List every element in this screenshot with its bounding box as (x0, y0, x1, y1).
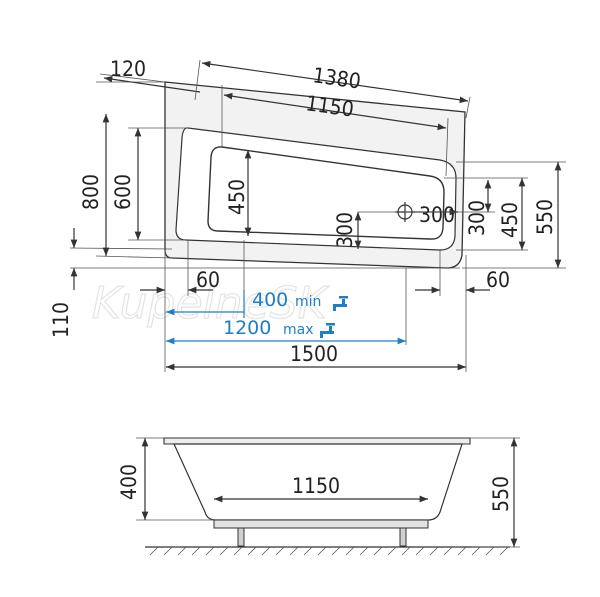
dim-60-left: 60 (196, 268, 220, 292)
dim-450-right: 450 (498, 202, 522, 238)
faucet-max-label: max (283, 322, 314, 338)
dim-600: 600 (111, 174, 135, 210)
faucet-min-label: min (295, 294, 321, 310)
faucet-max-value: 1200 (223, 317, 271, 339)
faucet-max-icon (320, 323, 335, 338)
tub-basin-floor (207, 146, 445, 240)
tub-side-base (213, 519, 429, 529)
tub-side-rim (163, 437, 471, 445)
dim-800: 800 (79, 174, 103, 210)
dim-110: 110 (49, 302, 73, 338)
dim-60-right: 60 (486, 268, 510, 292)
tub-leg-left (237, 527, 245, 547)
dim-300-drain-vertical: 300 (333, 212, 357, 248)
top-view: 120 1380 1150 800 600 450 300 300 (49, 57, 566, 372)
floor-hatch (149, 546, 509, 556)
tub-leg-right (399, 527, 407, 547)
dim-1500: 1500 (290, 342, 338, 366)
dim-300-drain-horizontal: 300 (419, 203, 455, 227)
side-view: 400 1150 550 (117, 437, 520, 556)
faucet-min-icon (333, 296, 348, 311)
faucet-min-value: 400 (252, 289, 288, 311)
watermark-text: KupelneSK (92, 278, 330, 329)
dim-side-1150: 1150 (292, 474, 340, 498)
dim-side-550: 550 (489, 476, 513, 512)
dim-side-400: 400 (117, 464, 141, 500)
dim-120: 120 (110, 57, 146, 81)
dim-300-right: 300 (465, 200, 489, 236)
dim-450-left: 450 (225, 179, 249, 215)
dim-550-right: 550 (533, 199, 557, 235)
dim-1380: 1380 (311, 63, 362, 93)
